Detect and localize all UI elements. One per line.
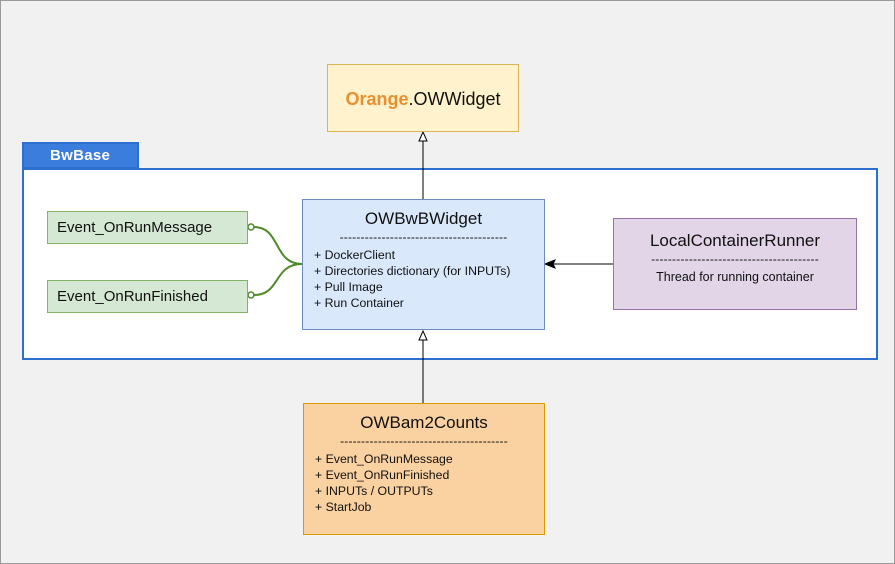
member-item: + Run Container [314, 296, 404, 310]
event-label: Event_OnRunMessage [57, 219, 213, 236]
owbam2counts-title: OWBam2Counts [360, 413, 488, 432]
owbwbwidget-divider: ---------------------------------------- [339, 230, 508, 244]
owbam2counts-node[interactable]: OWBam2Counts ---------------------------… [303, 403, 545, 535]
interface-link-finished [253, 263, 303, 296]
event-onrunfinished-node[interactable]: Event_OnRunFinished [47, 280, 248, 313]
member-item: + Event_OnRunFinished [315, 468, 450, 482]
inherit-arrowhead-bw [418, 329, 428, 341]
member-item: + Event_OnRunMessage [315, 452, 453, 466]
owbam2counts-divider: ---------------------------------------- [340, 434, 508, 448]
member-item: + Directories dictionary (for INPUTs) [314, 264, 511, 278]
owbwbwidget-node[interactable]: OWBwBWidget ----------------------------… [302, 199, 545, 330]
association-arrowhead [543, 259, 557, 269]
package-name: BwBase [50, 147, 111, 164]
owbwbwidget-members: + DockerClient + Directories dictionary … [303, 247, 544, 311]
interface-link-message [253, 226, 303, 265]
member-item: + INPUTs / OUTPUTs [315, 484, 433, 498]
member-item: + StartJob [315, 500, 372, 514]
runner-title: LocalContainerRunner [649, 231, 821, 250]
member-item: + Pull Image [314, 280, 383, 294]
member-item: + DockerClient [314, 248, 395, 262]
local-container-runner-node[interactable]: LocalContainerRunner -------------------… [613, 218, 857, 310]
runner-divider: ---------------------------------------- [651, 252, 819, 266]
orange-label: Orange [345, 89, 409, 109]
runner-description: Thread for running container [656, 270, 814, 284]
interface-socket-finished [247, 291, 255, 299]
event-label: Event_OnRunFinished [57, 288, 208, 305]
package-tab: BwBase [22, 142, 139, 169]
owbwbwidget-title: OWBwBWidget [364, 209, 483, 228]
event-onrunmessage-node[interactable]: Event_OnRunMessage [47, 211, 248, 244]
orange-owwidget-node[interactable]: Orange.OWWidget [327, 64, 519, 132]
interface-socket-message [247, 223, 255, 231]
owwidget-label: .OWWidget [408, 89, 501, 109]
inherit-arrowhead-orange [418, 130, 428, 142]
owbam2counts-members: + Event_OnRunMessage + Event_OnRunFinish… [304, 451, 544, 515]
